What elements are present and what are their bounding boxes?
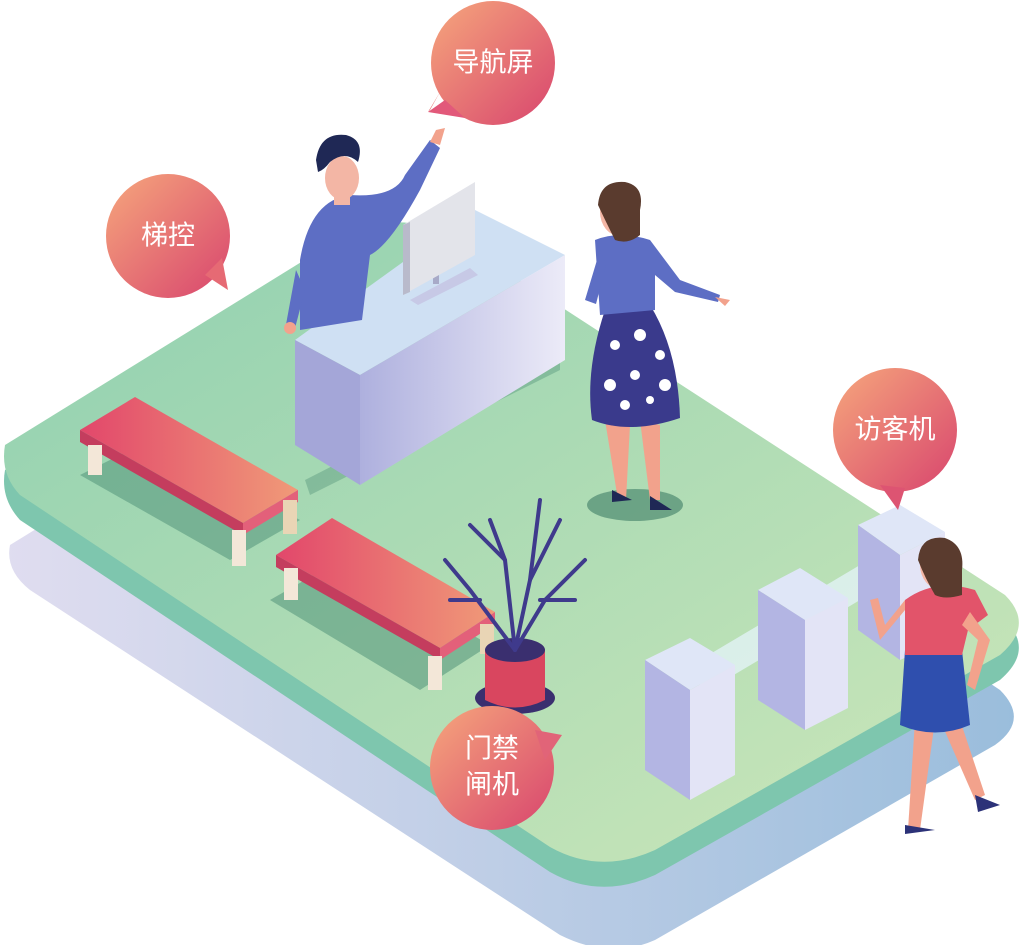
- woman-visitor: [870, 537, 1000, 834]
- bubble-access-gate: 门禁 闸机: [430, 706, 562, 830]
- label-access-gate-line2: 闸机: [465, 770, 519, 801]
- label-elevator-control: 梯控: [141, 221, 195, 252]
- reception-desk: [295, 210, 565, 495]
- label-nav-screen: 导航屏: [453, 48, 534, 79]
- man-receptionist: [284, 128, 445, 334]
- label-visitor-machine: 访客机: [855, 415, 936, 446]
- bench-right: [276, 518, 495, 690]
- bubble-visitor-machine: 访客机: [833, 368, 957, 510]
- bench-left: [80, 397, 298, 566]
- woman-polka-dot: [585, 181, 730, 521]
- bubble-elevator-control: 梯控: [106, 174, 230, 298]
- label-access-gate-line1: 门禁: [465, 734, 519, 765]
- bubble-nav-screen: 导航屏: [428, 1, 555, 125]
- potted-plant: [443, 498, 587, 714]
- monitor: [403, 182, 478, 305]
